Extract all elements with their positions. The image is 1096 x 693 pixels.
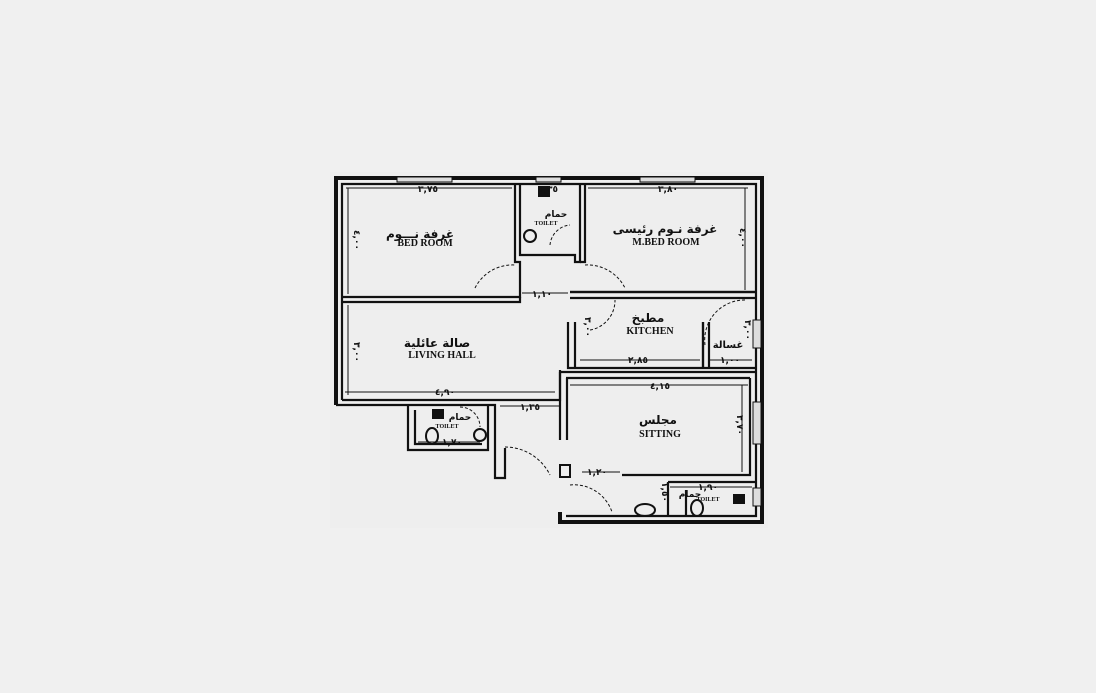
kitchen-label: KITCHEN — [626, 326, 674, 337]
toilet-top-wall — [518, 184, 582, 264]
entry-door-swing — [504, 446, 551, 476]
toilet-fixture-icon — [690, 499, 704, 517]
kitchen-wall — [566, 322, 756, 370]
window — [639, 176, 696, 183]
dimension-label: ١,٩٠ — [698, 483, 718, 493]
toilet-left-wall — [413, 410, 482, 446]
toilet-fixture-icon — [473, 428, 487, 442]
dimension-label: ٢,٨٥ — [628, 356, 648, 366]
column — [559, 464, 571, 478]
dimension-label: ١,٠٠ — [720, 356, 740, 366]
toilet-left-label-ar: حمام — [449, 413, 472, 423]
master-bedroom-wall — [580, 184, 587, 264]
dimension-label: ٣,٠٠ — [742, 320, 752, 340]
toilet-top-door-swing — [549, 224, 571, 246]
dimension-lines — [345, 187, 752, 488]
toilet-bottom-label: TOILET — [697, 497, 720, 503]
master-bedroom-label-ar: غرفة نـوم رئيسى — [613, 222, 718, 237]
sitting-label-ar: مجلس — [639, 413, 677, 427]
bedroom-wall — [342, 184, 522, 299]
dimension-label: ١,٧٠ — [442, 438, 462, 448]
dimension-label: ٣,٠٠ — [582, 317, 592, 337]
outer-wall-inner — [340, 182, 758, 518]
living-hall-wall — [336, 403, 507, 480]
dimension-label: ٤,٩٠ — [435, 388, 455, 398]
dimension-label: ٤,١٥ — [650, 382, 670, 392]
dimension-label: ٣,٨٠ — [658, 185, 678, 195]
plan-background — [330, 172, 768, 528]
laundry-door-swing — [704, 299, 746, 346]
toilet-top-label: TOILET — [535, 221, 558, 227]
living-hall-label-ar: صالة عائلية — [404, 336, 470, 350]
sink-icon — [538, 186, 550, 197]
toilet-fixture-icon — [425, 427, 439, 445]
bedroom-label-ar: غرفة نـــوم — [386, 227, 454, 242]
kitchen-label-ar: مطبخ — [632, 311, 665, 325]
window — [396, 176, 453, 183]
outer-wall — [334, 176, 764, 524]
dimension-label: ٣,٠٠ — [351, 342, 361, 362]
kitchen-door-swing — [589, 299, 616, 331]
window — [752, 487, 762, 507]
dimension-label: ١,٥٠ — [659, 482, 669, 502]
toilet-left-wall — [406, 405, 490, 452]
toilet-fixture-icon — [634, 503, 656, 517]
dimension-label: ٤,٠٠ — [351, 230, 361, 250]
toilet-bottom-door-swing — [569, 484, 613, 513]
toilet-left-label: TOILET — [436, 424, 459, 430]
laundry-label-ar: غسالة — [713, 340, 744, 351]
living-hall-label: LIVING HALL — [408, 350, 476, 361]
dimension-label: ١,٣٥ — [520, 403, 540, 413]
window — [752, 319, 762, 349]
master-bedroom-label: M.BED ROOM — [632, 237, 700, 248]
bedroom-label: BED ROOM — [397, 238, 453, 249]
sink-icon — [733, 494, 745, 504]
window — [752, 401, 762, 445]
dimension-label: ٤,٠٠ — [737, 228, 747, 248]
sitting-wall — [622, 378, 752, 477]
sink-icon — [432, 409, 444, 419]
dimension-label: ١,١٠ — [532, 290, 552, 300]
bedroom-wall — [342, 297, 522, 304]
toilet-fixture-icon — [523, 229, 537, 243]
toilet-top-label-ar: حمام — [545, 210, 568, 220]
toilet-left-door-swing — [459, 406, 481, 428]
window — [535, 176, 562, 183]
dimension-label: ١,٢٠ — [587, 468, 607, 478]
dimension-label: ٣,٧٠ — [734, 415, 744, 435]
dimension-label: ٣,٧٥ — [418, 185, 438, 195]
sitting-label: SITTING — [639, 429, 681, 440]
dimension-label: ١,٣٥ — [538, 185, 558, 195]
toilet-bottom-label-ar: حمام — [679, 490, 702, 500]
